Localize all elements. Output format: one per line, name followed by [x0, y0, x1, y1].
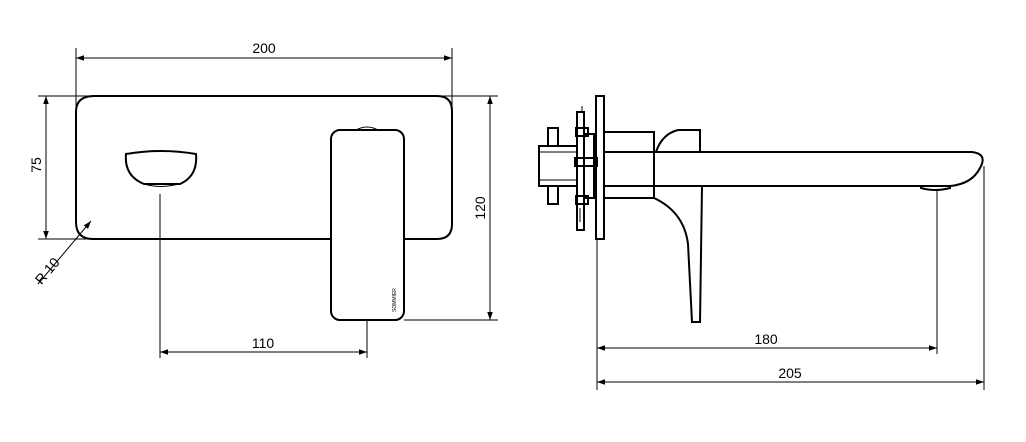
dimension-label-75: 75: [28, 157, 44, 173]
brand-mark: SOMMIER: [392, 288, 398, 312]
valve-housing: [604, 131, 655, 199]
spout: [604, 151, 984, 187]
side-lever: [653, 185, 703, 323]
side-view: 180 205: [538, 95, 985, 390]
dimension-label-120: 120: [472, 196, 488, 220]
wall-plate: [75, 95, 453, 240]
dimension-label-205: 205: [778, 365, 802, 381]
lever-handle: SOMMIER: [330, 126, 405, 321]
dimension-reach-180: 180: [596, 190, 938, 390]
dimension-label-radius: R 10: [32, 254, 63, 287]
handle-cap: [655, 129, 701, 153]
dimension-width-200: 200: [75, 40, 453, 110]
dimension-height-75: 75: [28, 95, 92, 240]
spout-outlet: [124, 150, 198, 187]
dimension-label-110: 110: [252, 335, 275, 351]
wall-flange: [595, 95, 605, 240]
front-view: SOMMIER 200 75 120 R 10: [28, 40, 498, 358]
concealed-body: [538, 106, 598, 231]
dimension-label-200: 200: [252, 40, 276, 56]
spout-aerator: [920, 186, 951, 191]
dimension-length-205: 205: [597, 166, 985, 390]
dimension-label-180: 180: [754, 331, 778, 347]
dimension-height-120: 120: [404, 95, 498, 321]
dimension-radius: R 10: [32, 220, 92, 287]
dimension-offset-110: 110: [159, 194, 368, 358]
